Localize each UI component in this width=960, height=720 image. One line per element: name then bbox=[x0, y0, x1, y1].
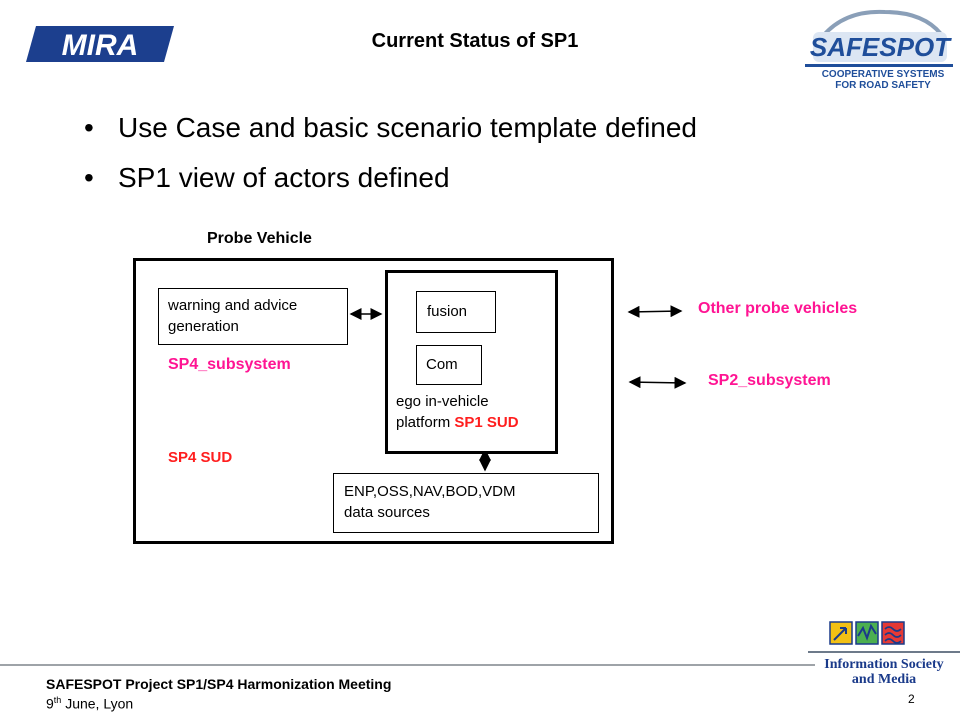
fusion-label: fusion bbox=[427, 303, 468, 320]
sp4-subsystem-label: SP4_subsystem bbox=[168, 356, 291, 373]
warning-advice-box: warning and advice generation bbox=[158, 288, 348, 345]
probe-vehicle-diagram: Probe Vehicle warning and advice generat… bbox=[125, 226, 925, 556]
probe-vehicle-box bbox=[133, 258, 614, 544]
platform-line-2: platform SP1 SUD bbox=[396, 412, 519, 433]
warning-advice-line-1: warning and advice bbox=[168, 297, 298, 314]
diagram-title: Probe Vehicle bbox=[207, 230, 312, 247]
data-sources-line-2: data sources bbox=[344, 504, 430, 521]
bullet-item: • Use Case and basic scenario template d… bbox=[80, 103, 900, 153]
fusion-box: fusion bbox=[416, 291, 496, 333]
safespot-logo: SAFESPOT COOPERATIVE SYSTEMS FOR ROAD SA… bbox=[805, 9, 953, 91]
bullet-item: • SP1 view of actors defined bbox=[80, 153, 900, 203]
ego-platform-box: fusion Com ego in-vehicle platform SP1 S… bbox=[385, 270, 558, 454]
footer-date-day: 9 bbox=[46, 695, 54, 712]
other-probe-vehicles-label: Other probe vehicles bbox=[698, 300, 858, 317]
ism-logo-line-2: and Media bbox=[852, 672, 916, 687]
safespot-tagline-1: COOPERATIVE SYSTEMS bbox=[822, 69, 945, 80]
com-box: Com bbox=[416, 345, 482, 385]
mira-logo-text: MIRA bbox=[62, 29, 139, 62]
footer-date: 9th June, Lyon bbox=[46, 695, 133, 712]
platform-line-1: ego in-vehicle bbox=[396, 393, 489, 410]
footer-project: SAFESPOT Project SP1/SP4 Harmonization M… bbox=[46, 676, 392, 692]
bullet-dot: • bbox=[84, 162, 94, 193]
safespot-tagline-2: FOR ROAD SAFETY bbox=[835, 80, 931, 91]
arrow-other-probe bbox=[627, 305, 683, 318]
sp1-sud-label: SP1 SUD bbox=[454, 414, 519, 431]
ism-logo-line-1: Information Society bbox=[824, 657, 943, 672]
data-sources-line-1: ENP,OSS,NAV,BOD,VDM bbox=[344, 483, 516, 500]
bullet-list: • Use Case and basic scenario template d… bbox=[80, 103, 900, 203]
footer-divider bbox=[0, 664, 815, 666]
information-society-logo: Information Society and Media bbox=[808, 621, 960, 687]
slide-title: Current Status of SP1 bbox=[371, 30, 579, 52]
footer-date-suffix: th bbox=[53, 695, 62, 705]
bullet-text: Use Case and basic scenario template def… bbox=[118, 112, 698, 143]
mira-logo: MIRA bbox=[26, 26, 174, 62]
bullet-dot: • bbox=[84, 112, 94, 143]
arrow-sp2 bbox=[628, 376, 687, 389]
bullet-text: SP1 view of actors defined bbox=[118, 162, 450, 193]
safespot-logo-text: SAFESPOT bbox=[810, 32, 952, 62]
warning-advice-line-2: generation bbox=[168, 318, 239, 335]
sp2-subsystem-label: SP2_subsystem bbox=[708, 372, 831, 389]
platform-label: platform bbox=[396, 414, 451, 431]
data-sources-box: ENP,OSS,NAV,BOD,VDM data sources bbox=[333, 473, 599, 533]
sp4-sud-label: SP4 SUD bbox=[168, 449, 233, 466]
footer-date-rest: June, Lyon bbox=[61, 695, 134, 712]
page-number: 2 bbox=[908, 692, 915, 706]
com-label: Com bbox=[426, 356, 458, 373]
